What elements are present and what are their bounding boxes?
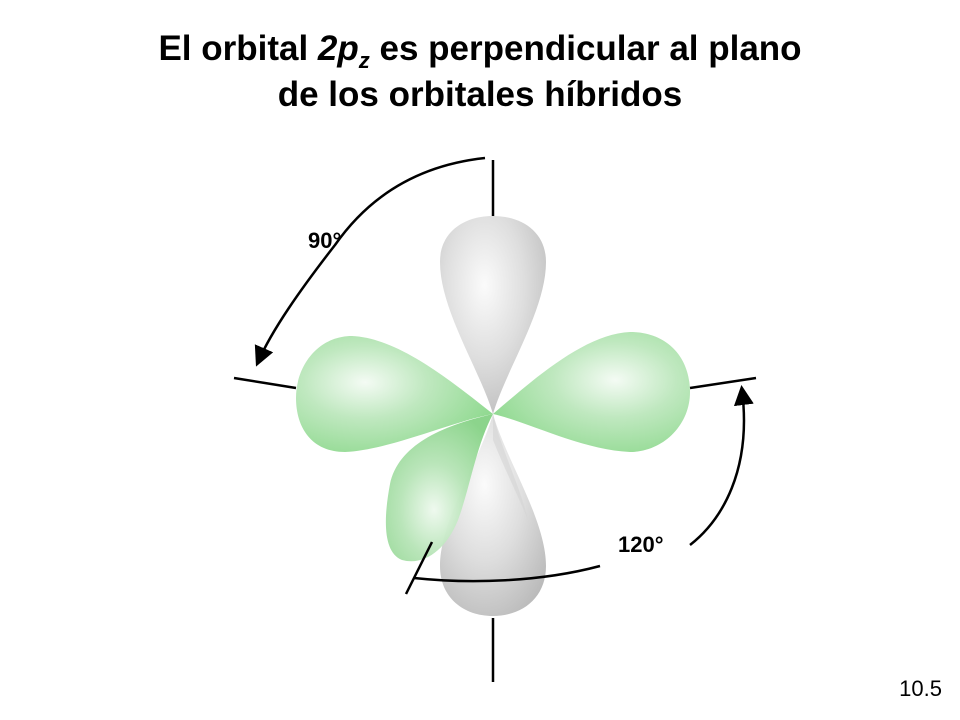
slide-number: 10.5 xyxy=(899,676,942,701)
right-axis-tick xyxy=(689,376,757,390)
bottom-left-axis-tick xyxy=(404,541,434,595)
pz-lobe-bottom xyxy=(440,414,546,616)
pz-lobe-bottom-overlay xyxy=(493,414,528,520)
angle-arc-90 xyxy=(254,156,486,367)
slide-title: El orbital 2pz es perpendicular al plano… xyxy=(0,26,960,118)
hybrid-lobe-bottom xyxy=(385,414,493,562)
orbital-subscript: z xyxy=(358,48,370,73)
angle-label-90: 90° xyxy=(308,228,341,253)
orbital-symbol: 2p xyxy=(317,29,359,68)
angle-label-120: 120° xyxy=(618,532,664,557)
left-axis-tick xyxy=(233,376,297,390)
title-text-suffix: es perpendicular al plano xyxy=(369,29,802,68)
hybrid-lobe-left xyxy=(296,336,493,452)
title-line-2: de los orbitales híbridos xyxy=(277,75,683,114)
title-line-1: El orbital 2pz es perpendicular al plano xyxy=(0,26,960,72)
pz-lobe-top xyxy=(440,216,546,414)
angle-arc-120 xyxy=(413,390,744,583)
title-text-prefix: El orbital xyxy=(158,29,318,68)
hybrid-lobe-right xyxy=(493,332,690,452)
